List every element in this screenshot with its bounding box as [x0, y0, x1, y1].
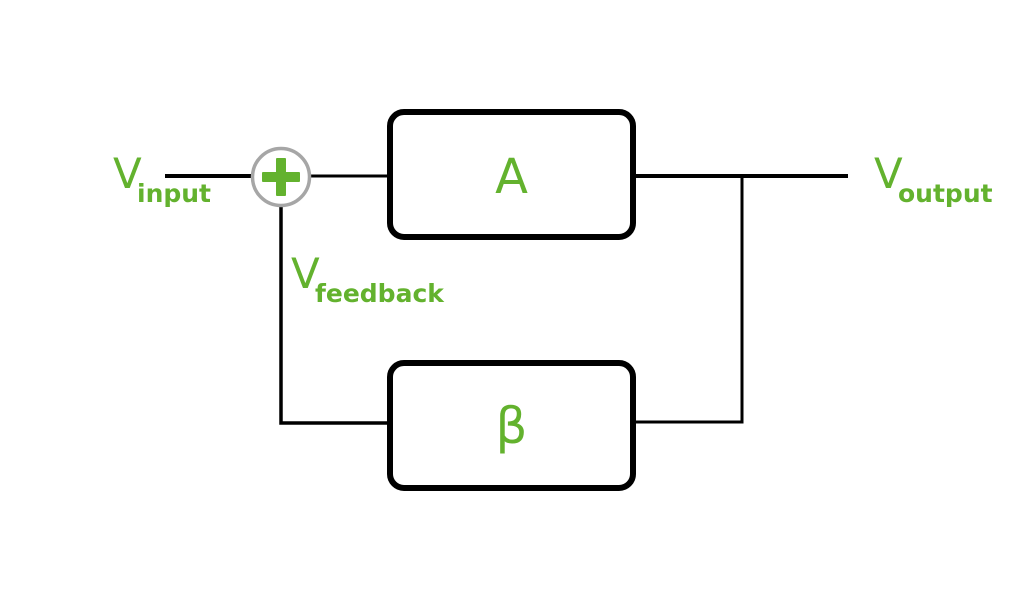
- block-a[interactable]: A: [387, 109, 636, 240]
- signal-label-v-output: V output: [874, 149, 993, 208]
- v-output-base: V: [874, 149, 903, 198]
- block-beta-body: [387, 360, 636, 491]
- block-a-body: [387, 109, 636, 240]
- v-input-base: V: [113, 149, 142, 198]
- wire-beta-to-summing-junction: [279, 205, 392, 425]
- wire-output-tap-to-beta: [631, 176, 744, 424]
- v-feedback-subscript: feedback: [315, 279, 445, 308]
- plus-icon-vertical-arm: [276, 158, 286, 196]
- block-beta[interactable]: β: [387, 360, 636, 491]
- block-beta-label: β: [496, 397, 528, 455]
- summing-junction[interactable]: [250, 146, 312, 208]
- block-a-label: A: [495, 149, 528, 205]
- v-input-subscript: input: [137, 179, 211, 208]
- v-feedback-base: V: [291, 249, 320, 298]
- wire-group: [165, 174, 848, 425]
- signal-label-v-input: V input: [113, 149, 211, 208]
- signal-label-v-feedback: V feedback: [291, 249, 445, 308]
- v-output-subscript: output: [898, 179, 993, 208]
